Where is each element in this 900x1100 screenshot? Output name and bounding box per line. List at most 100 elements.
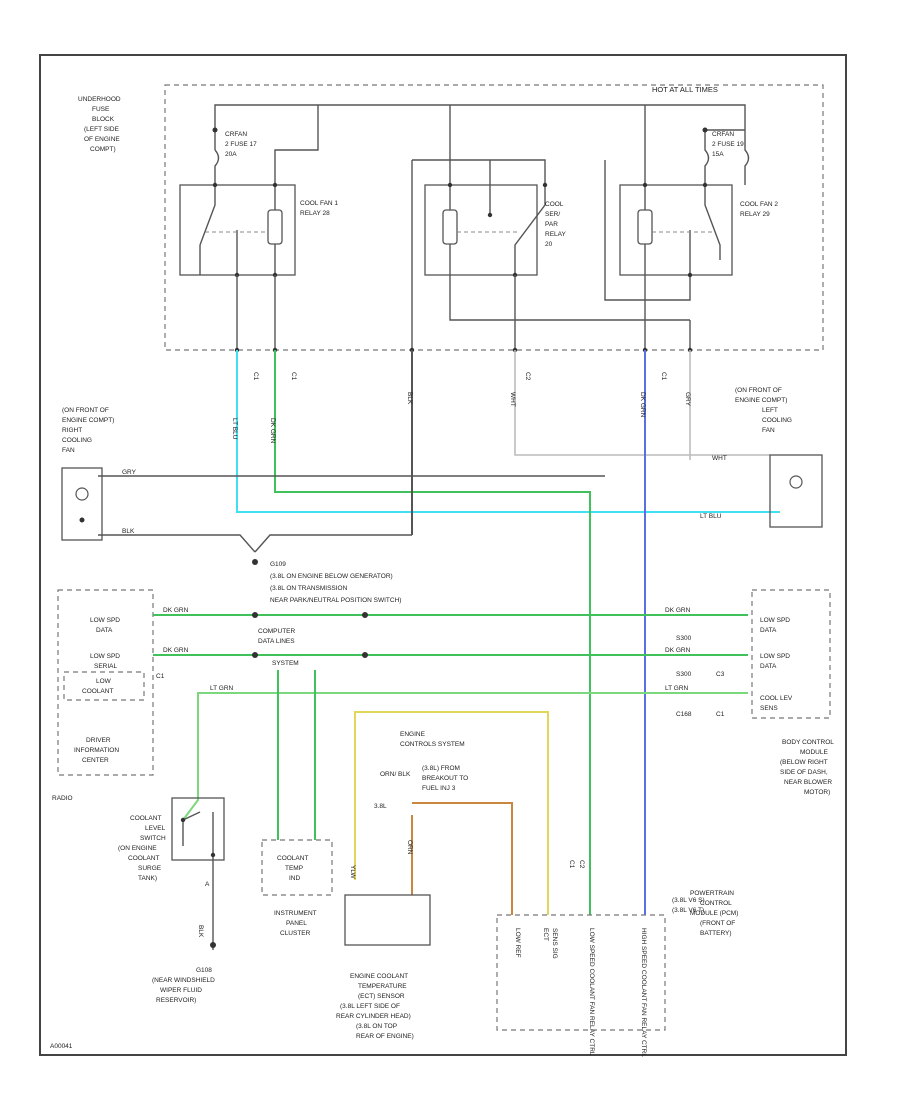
svg-text:SYSTEM: SYSTEM bbox=[272, 660, 299, 667]
svg-text:NEAR BLOWER: NEAR BLOWER bbox=[784, 779, 832, 786]
svg-text:GRY: GRY bbox=[122, 469, 137, 476]
svg-text:ENGINE COMPT): ENGINE COMPT) bbox=[735, 397, 787, 404]
svg-text:(3.8L) FROM: (3.8L) FROM bbox=[422, 765, 460, 772]
svg-text:MODULE: MODULE bbox=[800, 749, 828, 756]
svg-text:IND: IND bbox=[289, 875, 301, 882]
svg-text:FAN: FAN bbox=[762, 427, 775, 434]
svg-text:S300: S300 bbox=[676, 671, 692, 678]
svg-text:(3.8L V6 S): (3.8L V6 S) bbox=[672, 897, 705, 904]
figure-code: A00041 bbox=[50, 1043, 73, 1050]
svg-text:LOW SPD: LOW SPD bbox=[760, 653, 790, 660]
svg-text:G109: G109 bbox=[270, 561, 286, 568]
driver-information-center: LOW SPD DATA LOW SPD SERIAL LOW COOLANT … bbox=[52, 589, 165, 802]
svg-text:LT BLU: LT BLU bbox=[700, 513, 722, 520]
svg-text:CENTER: CENTER bbox=[82, 757, 109, 764]
svg-text:15A: 15A bbox=[712, 151, 724, 158]
svg-text:ORN/ BLK: ORN/ BLK bbox=[380, 771, 411, 778]
svg-text:PANEL: PANEL bbox=[286, 920, 307, 927]
svg-text:20A: 20A bbox=[225, 151, 237, 158]
svg-text:OF ENGINE: OF ENGINE bbox=[84, 136, 120, 143]
svg-text:FAN: FAN bbox=[62, 447, 75, 454]
cool-fan-1-relay: COOL FAN 1 RELAY 28 bbox=[179, 182, 338, 278]
power-bus-wiring bbox=[214, 104, 746, 350]
svg-text:SIDE OF DASH,: SIDE OF DASH, bbox=[780, 769, 828, 776]
svg-text:(3.8L ON TRANSMISSION: (3.8L ON TRANSMISSION bbox=[270, 585, 348, 592]
svg-text:NEAR PARK/NEUTRAL POSITION SWI: NEAR PARK/NEUTRAL POSITION SWITCH) bbox=[270, 597, 401, 604]
svg-text:(3.8L LEFT SIDE OF: (3.8L LEFT SIDE OF bbox=[340, 1003, 400, 1010]
svg-text:BLK: BLK bbox=[122, 528, 135, 535]
svg-text:C168: C168 bbox=[676, 711, 692, 718]
svg-text:DRIVER: DRIVER bbox=[86, 737, 111, 744]
svg-text:TANK): TANK) bbox=[138, 875, 157, 882]
svg-text:INSTRUMENT: INSTRUMENT bbox=[274, 910, 317, 917]
svg-text:C1: C1 bbox=[290, 372, 297, 381]
svg-text:DATA: DATA bbox=[96, 627, 113, 634]
svg-text:DK GRN: DK GRN bbox=[665, 607, 691, 614]
svg-text:SER/: SER/ bbox=[545, 211, 560, 218]
svg-text:COOL LEV: COOL LEV bbox=[760, 695, 793, 702]
svg-text:(3.8L V6 T): (3.8L V6 T) bbox=[672, 907, 704, 914]
svg-text:(NEAR WINDSHIELD: (NEAR WINDSHIELD bbox=[152, 977, 215, 984]
svg-text:LOW SPD: LOW SPD bbox=[90, 617, 120, 624]
svg-text:LEFT: LEFT bbox=[762, 407, 778, 414]
svg-text:INFORMATION: INFORMATION bbox=[74, 747, 119, 754]
svg-text:A: A bbox=[205, 881, 210, 888]
svg-text:COOLANT: COOLANT bbox=[130, 815, 161, 822]
hot-at-all-times-label: HOT AT ALL TIMES bbox=[652, 85, 718, 94]
fuse-block-region bbox=[164, 84, 824, 351]
svg-text:COOLING: COOLING bbox=[62, 437, 92, 444]
ect-sensor: ENGINE CONTROLS SYSTEM ORN/ BLK 3.8L (3.… bbox=[336, 711, 549, 1040]
data-lines: DK GRN DK GRN LT GRN DK GRN DK GRN LT GR… bbox=[153, 607, 748, 840]
svg-text:BATTERY): BATTERY) bbox=[700, 930, 732, 937]
svg-text:REAR OF ENGINE): REAR OF ENGINE) bbox=[356, 1033, 414, 1040]
fuse-block-outputs: C1 C1 C2 C1 bbox=[234, 275, 693, 381]
svg-text:ENGINE COMPT): ENGINE COMPT) bbox=[62, 417, 114, 424]
wire-wht bbox=[514, 350, 770, 456]
svg-text:ENGINE: ENGINE bbox=[400, 731, 426, 738]
powertrain-control-module: LOW REF ECT SENS SIG LOW SPEED COOLANT F… bbox=[496, 860, 738, 1057]
svg-text:C1: C1 bbox=[716, 711, 725, 718]
svg-text:CRFAN: CRFAN bbox=[225, 131, 247, 138]
svg-text:C2: C2 bbox=[578, 860, 585, 869]
svg-text:WHT: WHT bbox=[509, 392, 516, 407]
svg-text:LOW SPEED COOLANT FAN RELAY CT: LOW SPEED COOLANT FAN RELAY CTRL bbox=[588, 928, 595, 1056]
svg-text:LT GRN: LT GRN bbox=[665, 685, 689, 692]
svg-text:HIGH SPEED COOLANT FAN RELAY C: HIGH SPEED COOLANT FAN RELAY CTRL bbox=[640, 928, 647, 1057]
wire-dk-grn bbox=[274, 350, 591, 915]
instrument-panel-cluster: COOLANT TEMP IND INSTRUMENT PANEL CLUSTE… bbox=[261, 839, 333, 937]
svg-text:FUSE: FUSE bbox=[92, 106, 110, 113]
svg-text:TEMPERATURE: TEMPERATURE bbox=[358, 983, 407, 990]
body-control-module: LOW SPD DATA LOW SPD DATA COOL LEV SENS … bbox=[676, 589, 834, 796]
svg-text:MOTOR): MOTOR) bbox=[804, 789, 830, 796]
svg-text:MODULE (PCM): MODULE (PCM) bbox=[690, 910, 738, 917]
svg-text:SENS: SENS bbox=[760, 705, 778, 712]
svg-text:DK GRN: DK GRN bbox=[269, 418, 276, 444]
svg-text:COOLANT: COOLANT bbox=[82, 688, 113, 695]
svg-text:C3: C3 bbox=[716, 671, 725, 678]
svg-text:ENGINE COOLANT: ENGINE COOLANT bbox=[350, 973, 408, 980]
svg-text:2 FUSE 17: 2 FUSE 17 bbox=[225, 141, 257, 148]
svg-text:DK GRN: DK GRN bbox=[163, 647, 189, 654]
svg-text:(ECT) SENSOR: (ECT) SENSOR bbox=[358, 993, 405, 1000]
svg-text:(ON FRONT OF: (ON FRONT OF bbox=[735, 387, 782, 394]
coolant-level-switch: A COOLANT LEVEL SWITCH (ON ENGINE COOLAN… bbox=[118, 797, 225, 950]
svg-text:COOL FAN 2: COOL FAN 2 bbox=[740, 201, 778, 208]
svg-text:20: 20 bbox=[545, 241, 553, 248]
fuse-17: CRFAN 2 FUSE 17 20A bbox=[212, 127, 257, 185]
svg-text:LOW SPD: LOW SPD bbox=[90, 653, 120, 660]
svg-text:COOL FAN 1: COOL FAN 1 bbox=[300, 200, 338, 207]
fuse-block-label: UNDERHOOD FUSE BLOCK (LEFT SIDE OF ENGIN… bbox=[78, 96, 121, 153]
svg-text:GRY: GRY bbox=[684, 392, 691, 407]
ground-g108: G108 (NEAR WINDSHIELD WIPER FLUID RESERV… bbox=[152, 967, 215, 1004]
svg-text:(LEFT SIDE: (LEFT SIDE bbox=[84, 126, 120, 133]
svg-text:(3.8L ON ENGINE BELOW GENERATO: (3.8L ON ENGINE BELOW GENERATOR) bbox=[270, 573, 393, 580]
svg-text:RELAY 28: RELAY 28 bbox=[300, 210, 330, 217]
left-cooling-fan: WHT LT BLU (ON FRONT OF ENGINE COMPT) LE… bbox=[700, 387, 823, 528]
svg-text:BODY CONTROL: BODY CONTROL bbox=[782, 739, 834, 746]
svg-text:LT BLU: LT BLU bbox=[231, 418, 238, 440]
svg-text:UNDERHOOD: UNDERHOOD bbox=[78, 96, 121, 103]
svg-text:CONTROL: CONTROL bbox=[700, 900, 732, 907]
svg-text:DK GRN: DK GRN bbox=[639, 392, 646, 418]
wire-color-labels: LT BLU DK GRN BLK WHT DK GRN GRY bbox=[231, 392, 691, 444]
